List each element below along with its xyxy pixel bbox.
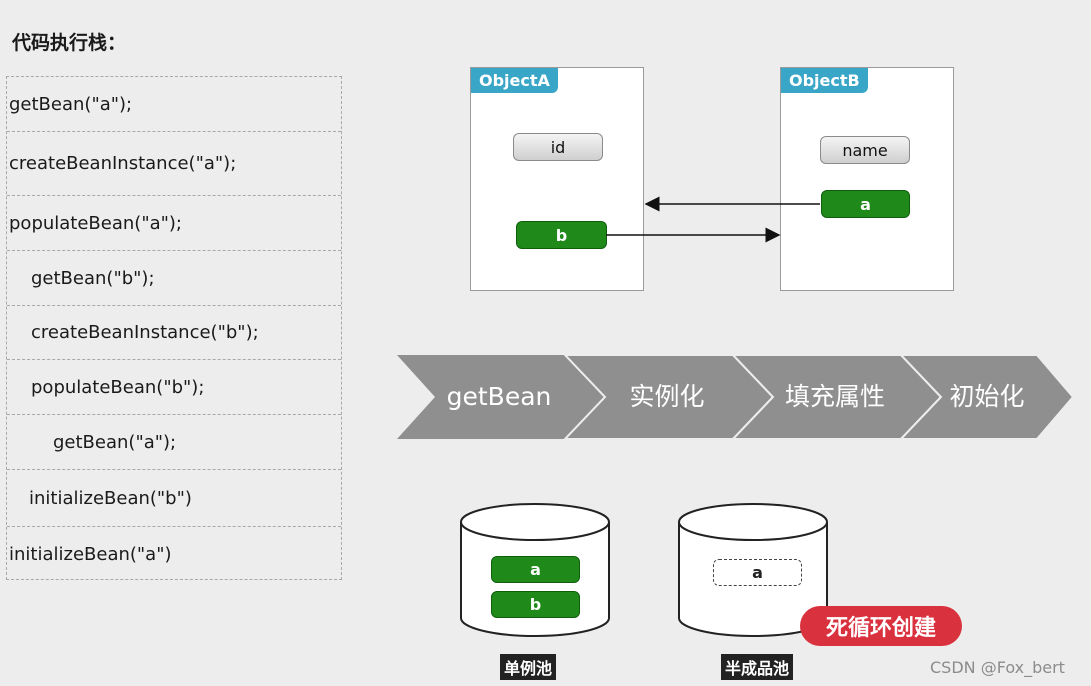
- chevron-step-4: [899, 355, 1075, 439]
- object-a-id-field: id: [513, 133, 603, 161]
- stack-row-text: createBeanInstance("b");: [31, 322, 259, 343]
- chevron-step-3: [731, 355, 943, 439]
- stack-row-text: getBean("a");: [53, 431, 177, 453]
- stack-row: initializeBean("a"): [7, 527, 341, 581]
- step-populate: 填充属性: [784, 382, 885, 411]
- circular-creation-badge: 死循环创建: [800, 606, 962, 646]
- early-item-a: a: [713, 559, 802, 586]
- object-b-title: ObjectB: [781, 68, 868, 93]
- stack-row-text: getBean("b");: [31, 267, 155, 289]
- stack-row: getBean("a");: [7, 77, 341, 132]
- stack-row-text: initializeBean("a"): [9, 543, 172, 565]
- step-initialize: 初始化: [949, 382, 1025, 411]
- stack-row-text: createBeanInstance("a");: [9, 153, 237, 174]
- execution-stack: getBean("a"); createBeanInstance("a"); p…: [6, 76, 342, 580]
- object-a-box: ObjectA id b: [470, 67, 644, 291]
- singleton-item-b: b: [491, 591, 580, 618]
- early-pool-label: 半成品池: [721, 654, 794, 680]
- stack-row-text: populateBean("a");: [9, 212, 182, 234]
- singleton-item-a: a: [491, 556, 580, 583]
- object-b-a-field: a: [821, 190, 910, 218]
- step-instantiate: 实例化: [629, 382, 705, 411]
- object-b-name-field: name: [820, 136, 910, 164]
- early-pool-cylinder: [678, 503, 828, 637]
- stack-row: populateBean("a");: [7, 196, 341, 251]
- object-a-b-field: b: [516, 221, 607, 249]
- stack-row: createBeanInstance("b");: [7, 306, 341, 360]
- stack-row: getBean("b");: [7, 251, 341, 306]
- process-chevrons: [397, 355, 1075, 439]
- watermark: CSDN @Fox_bert: [930, 658, 1065, 677]
- stack-row-text: initializeBean("b"): [29, 487, 192, 509]
- stack-row: createBeanInstance("a");: [7, 132, 341, 196]
- stack-row: populateBean("b");: [7, 360, 341, 415]
- stack-row-text: getBean("a");: [9, 93, 133, 115]
- singleton-pool-label: 单例池: [500, 654, 557, 680]
- step-getbean: getBean: [446, 382, 552, 411]
- stack-heading: 代码执行栈：: [12, 32, 127, 54]
- chevron-step-2: [563, 355, 775, 439]
- chevron-step-1: [397, 355, 605, 439]
- stack-row-text: populateBean("b");: [31, 376, 205, 398]
- object-a-title: ObjectA: [471, 68, 558, 93]
- stack-row: initializeBean("b"): [7, 470, 341, 527]
- stack-row: getBean("a");: [7, 415, 341, 470]
- object-b-box: ObjectB name a: [780, 67, 954, 291]
